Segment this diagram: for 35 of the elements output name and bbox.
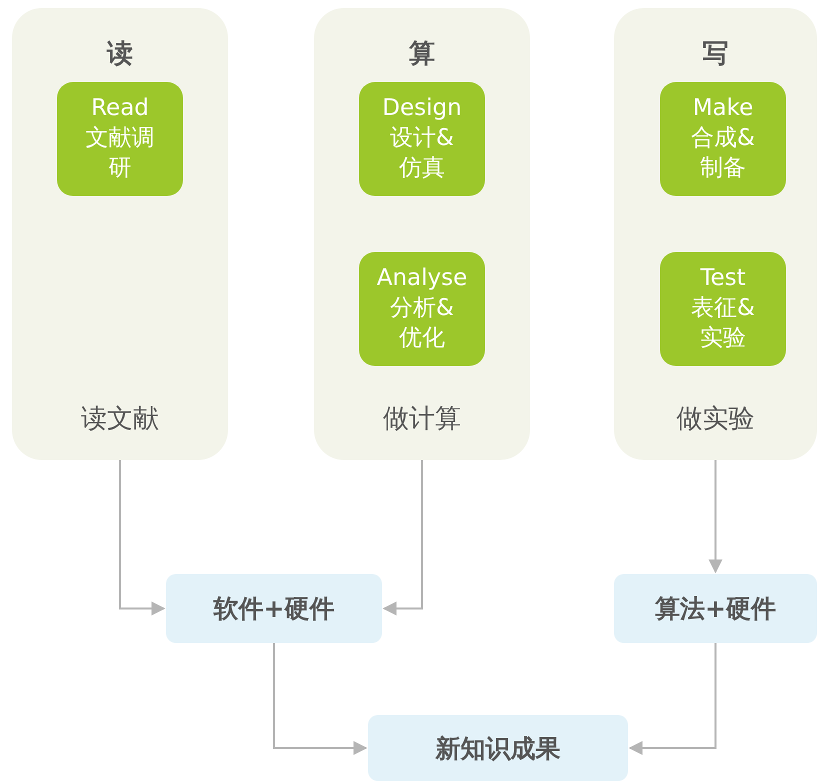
connector-arrow (628, 643, 716, 755)
step-text: Design (382, 94, 462, 124)
connector-arrow (708, 460, 722, 574)
connector-arrow (382, 460, 423, 616)
result-box (166, 574, 382, 643)
step-text: 表征&实验 (690, 294, 756, 353)
column-caption: 做实验 (676, 403, 756, 436)
column-heading: 写 (702, 38, 730, 71)
step-box (57, 82, 183, 196)
column-panel (12, 8, 228, 460)
connector-arrow (119, 460, 166, 616)
result-box (614, 574, 817, 643)
column-heading: 读 (106, 38, 134, 71)
result-text: 新知识成果 (436, 732, 560, 764)
column-caption: 读文献 (80, 403, 160, 436)
step-text: Read (91, 94, 149, 124)
step-text: 合成&制备 (690, 124, 756, 183)
column-panel (614, 8, 817, 460)
result-box (368, 715, 628, 781)
step-text: Analyse (376, 264, 468, 294)
step-box (359, 82, 485, 196)
step-text: 设计&仿真 (389, 124, 455, 183)
step-text: Make (692, 94, 754, 124)
step-box (660, 252, 786, 366)
column-panel (314, 8, 530, 460)
column-heading: 算 (408, 38, 436, 71)
step-box (359, 252, 485, 366)
step-text: Test (700, 264, 746, 294)
step-text: 分析&优化 (389, 294, 455, 353)
connector-arrow (273, 643, 368, 755)
result-text: 软件+硬件 (214, 593, 334, 625)
step-box (660, 82, 786, 196)
result-text: 算法+硬件 (655, 593, 776, 625)
column-caption: 做计算 (382, 403, 462, 436)
step-text: 文献调研 (84, 124, 156, 183)
